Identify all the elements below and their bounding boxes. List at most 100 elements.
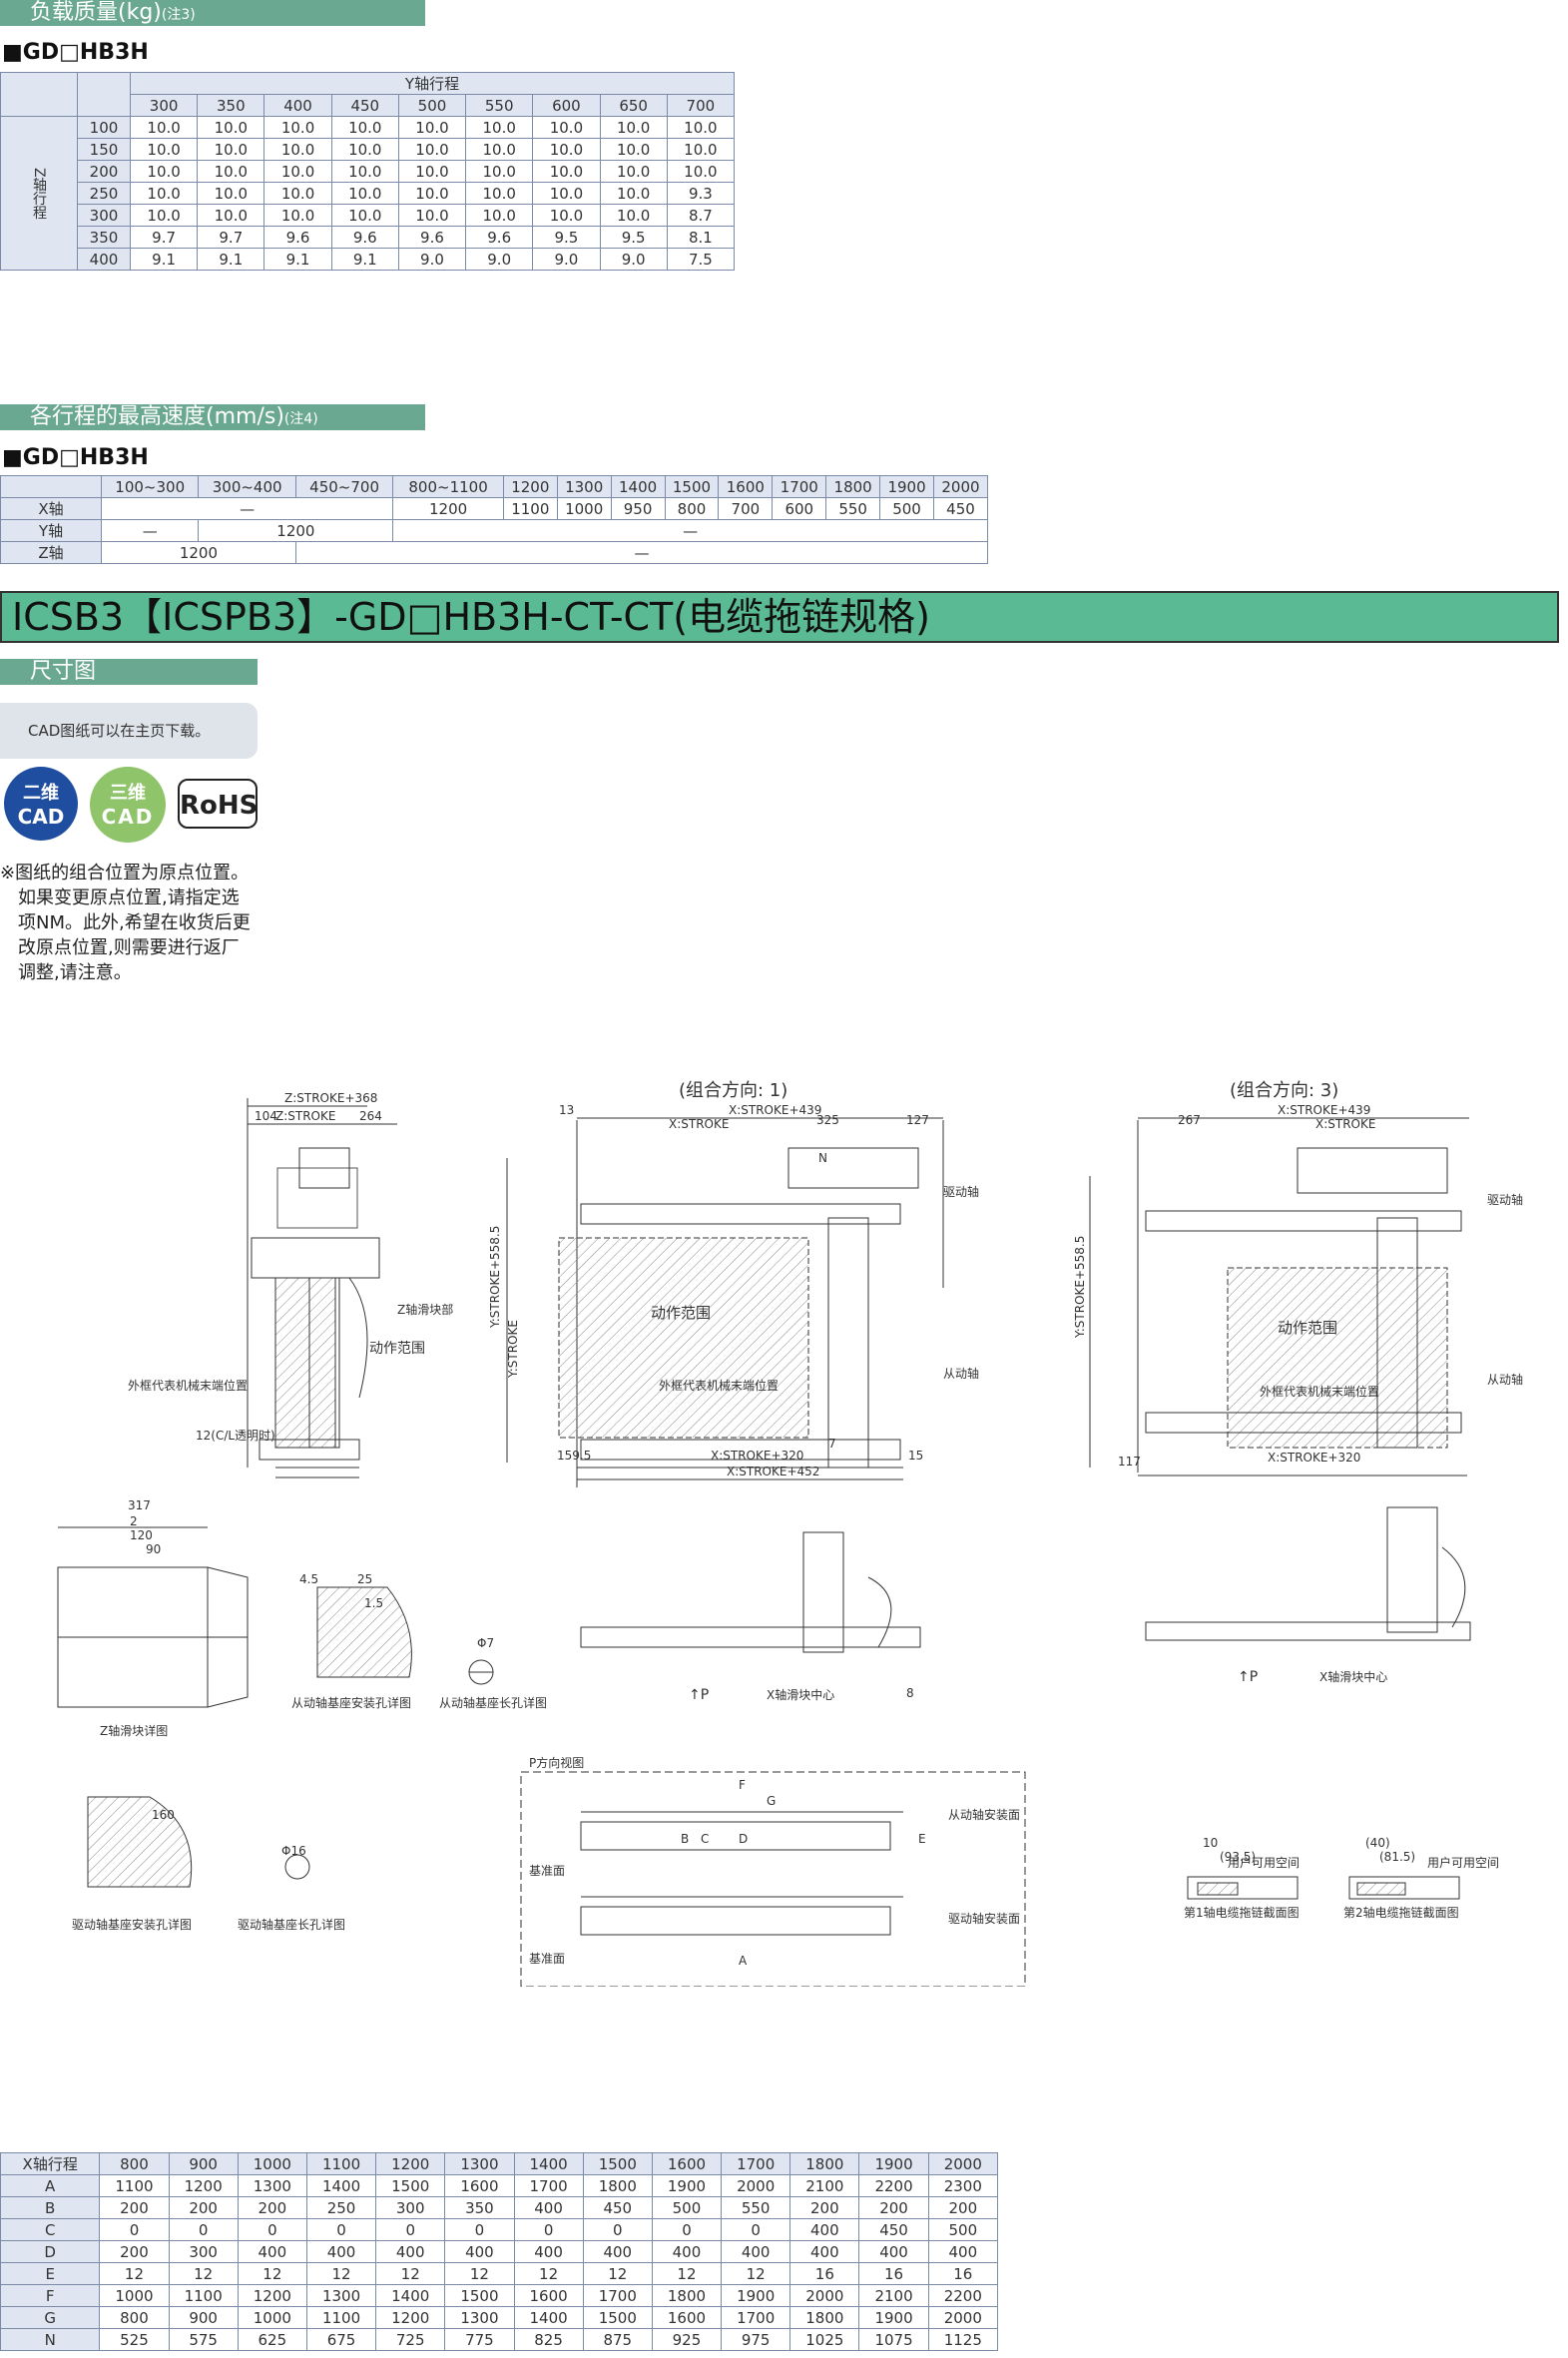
dim-70: 120: [130, 1528, 153, 1542]
load-value: 9.1: [197, 248, 265, 271]
load-value: 10.0: [666, 138, 736, 161]
dim-value: 12: [651, 2262, 723, 2285]
corner-cell: [77, 72, 131, 117]
dim-value: 1500: [582, 2306, 653, 2329]
dimension-drawing: (组合方向: 1) (组合方向: 3) Z:STROKE+368 Z:STROK…: [57, 1080, 1523, 1987]
dim-value: 550: [721, 2196, 791, 2219]
speed-x-value: 950: [610, 497, 666, 520]
z-stroke-header: Z轴行程: [0, 116, 78, 271]
dim-letter-n: N: [818, 1151, 827, 1165]
dim-x-stroke: X:STROKE: [669, 1117, 729, 1131]
speed-x-value: 550: [825, 497, 881, 520]
load-value: 10.0: [197, 204, 265, 227]
load-value: 10.0: [263, 138, 332, 161]
cl12-label: 12(C/L透明时): [196, 1429, 275, 1443]
z-stroke-value: 100: [77, 116, 131, 139]
dim-x-stroke-v3: X:STROKE: [1315, 1117, 1375, 1131]
z-stroke-value: 300: [77, 204, 131, 227]
load-value: 10.0: [263, 204, 332, 227]
dim-x-stroke-320: X:STROKE+320: [711, 1449, 803, 1463]
dim-value: 2000: [927, 2306, 999, 2329]
cad-3d-badge[interactable]: 三维 CAD: [90, 767, 166, 843]
load-value: 8.1: [666, 226, 736, 249]
speed-x-value: 1000: [556, 497, 612, 520]
product-title: ICSB3【ICSPB3】-GD□HB3H-CT-CT(电缆拖链规格): [0, 591, 1559, 643]
speed-x-value: 500: [879, 497, 934, 520]
speed-x-value: 800: [664, 497, 720, 520]
dim-value: 450: [582, 2196, 653, 2219]
stroke-range-col: 800~1100: [392, 475, 504, 498]
dim-value: 400: [513, 2240, 584, 2263]
dim-letter-b: B: [681, 1832, 689, 1846]
dim-value: 1100: [99, 2174, 170, 2197]
dim-value: 200: [168, 2196, 239, 2219]
p-view-title: P方向视图: [529, 1755, 584, 1770]
x-stroke-col: 1900: [858, 2152, 929, 2175]
load-value: 10.0: [532, 160, 601, 183]
user-space-2: 用户可用空间: [1427, 1855, 1499, 1870]
stroke-range-col: 1400: [610, 475, 666, 498]
dim-value: 1400: [305, 2174, 377, 2197]
cad-download-note[interactable]: CAD图纸可以在主页下载。: [0, 703, 258, 759]
dim-value: 16: [858, 2262, 929, 2285]
y-stroke-col: 700: [666, 94, 736, 117]
load-value: 10.0: [599, 138, 668, 161]
cad-2d-top: 二维: [23, 783, 59, 804]
load-value: 9.0: [465, 248, 534, 271]
dim-value: 1300: [237, 2174, 307, 2197]
dim-value: 800: [99, 2306, 170, 2329]
dim-117: 15: [908, 1449, 923, 1463]
dim-48: (81.5): [1379, 1850, 1415, 1864]
load-value: 10.0: [532, 138, 601, 161]
dim-value: 12: [582, 2262, 653, 2285]
dim-key: F: [0, 2284, 101, 2307]
load-value: 10.0: [129, 116, 199, 139]
load-value: 10.0: [599, 116, 668, 139]
load-value: 10.0: [330, 116, 399, 139]
dim-value: 0: [305, 2218, 377, 2241]
y-stroke-col: 600: [532, 94, 601, 117]
load-value: 10.0: [129, 204, 199, 227]
x-stroke-col: 800: [99, 2152, 170, 2175]
section-dim-title: 尺寸图: [0, 659, 258, 685]
dim-value: 1800: [651, 2284, 723, 2307]
dim-value: 2000: [789, 2284, 860, 2307]
dim-317: 267: [1178, 1113, 1201, 1127]
dim-value: 0: [99, 2218, 170, 2241]
dim-value: 400: [858, 2240, 929, 2263]
dim-267: 7: [828, 1437, 836, 1451]
dim-value: 1900: [858, 2306, 929, 2329]
y-stroke-col: 300: [129, 94, 199, 117]
rohs-badge: RoHS: [178, 779, 258, 829]
dim-value: 675: [305, 2328, 377, 2351]
load-value: 9.6: [465, 226, 534, 249]
load-value: 7.5: [666, 248, 736, 271]
stroke-range-col: 1300: [556, 475, 612, 498]
dim-value: 1200: [375, 2306, 446, 2329]
x-slider-center-1: X轴滑块中心: [767, 1687, 834, 1702]
x-stroke-col: 1800: [789, 2152, 860, 2175]
dim-value: 2100: [789, 2174, 860, 2197]
cad-2d-badge[interactable]: 二维 CAD: [4, 767, 78, 841]
driven-base-hole-title: 从动轴基座安装孔详图: [291, 1695, 411, 1710]
section-load-title: 负载质量(kg)(注3): [0, 0, 425, 26]
dim-value: 1125: [927, 2328, 999, 2351]
section-dim-text: 尺寸图: [30, 659, 97, 684]
dim-93-5: 10: [1203, 1836, 1218, 1850]
stroke-range-col: 1900: [879, 475, 934, 498]
load-value: 10.0: [330, 204, 399, 227]
dim-value: 1025: [789, 2328, 860, 2351]
dim-value: 1700: [721, 2306, 791, 2329]
load-value: 10.0: [330, 138, 399, 161]
dim-value: 250: [305, 2196, 377, 2219]
section-load-note: (注3): [161, 7, 196, 23]
load-value: 10.0: [465, 138, 534, 161]
speed-x-value: 600: [772, 497, 827, 520]
dim-value: 0: [582, 2218, 653, 2241]
load-value: 10.0: [599, 182, 668, 205]
